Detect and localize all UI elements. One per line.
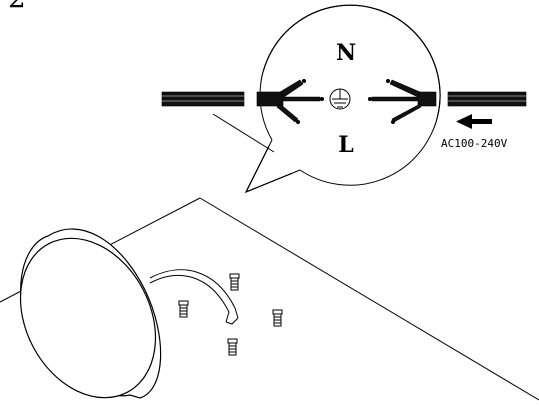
screw-icon bbox=[272, 309, 283, 327]
screw-icon bbox=[227, 338, 238, 356]
right-wires bbox=[368, 79, 437, 124]
screw-icon bbox=[229, 273, 240, 291]
right-cable bbox=[447, 91, 527, 107]
arrow-left-icon bbox=[456, 114, 492, 129]
screw-icon bbox=[178, 300, 189, 318]
neutral-label: N bbox=[336, 40, 356, 66]
step-number: 2 bbox=[8, 0, 26, 12]
ground-icon bbox=[329, 88, 351, 110]
lamp-fixture bbox=[19, 228, 162, 399]
lamp-cable bbox=[149, 269, 239, 325]
live-label: L bbox=[338, 132, 353, 158]
left-wires bbox=[256, 79, 324, 124]
voltage-label: AC100-240V bbox=[441, 137, 508, 150]
left-cable bbox=[161, 91, 275, 153]
